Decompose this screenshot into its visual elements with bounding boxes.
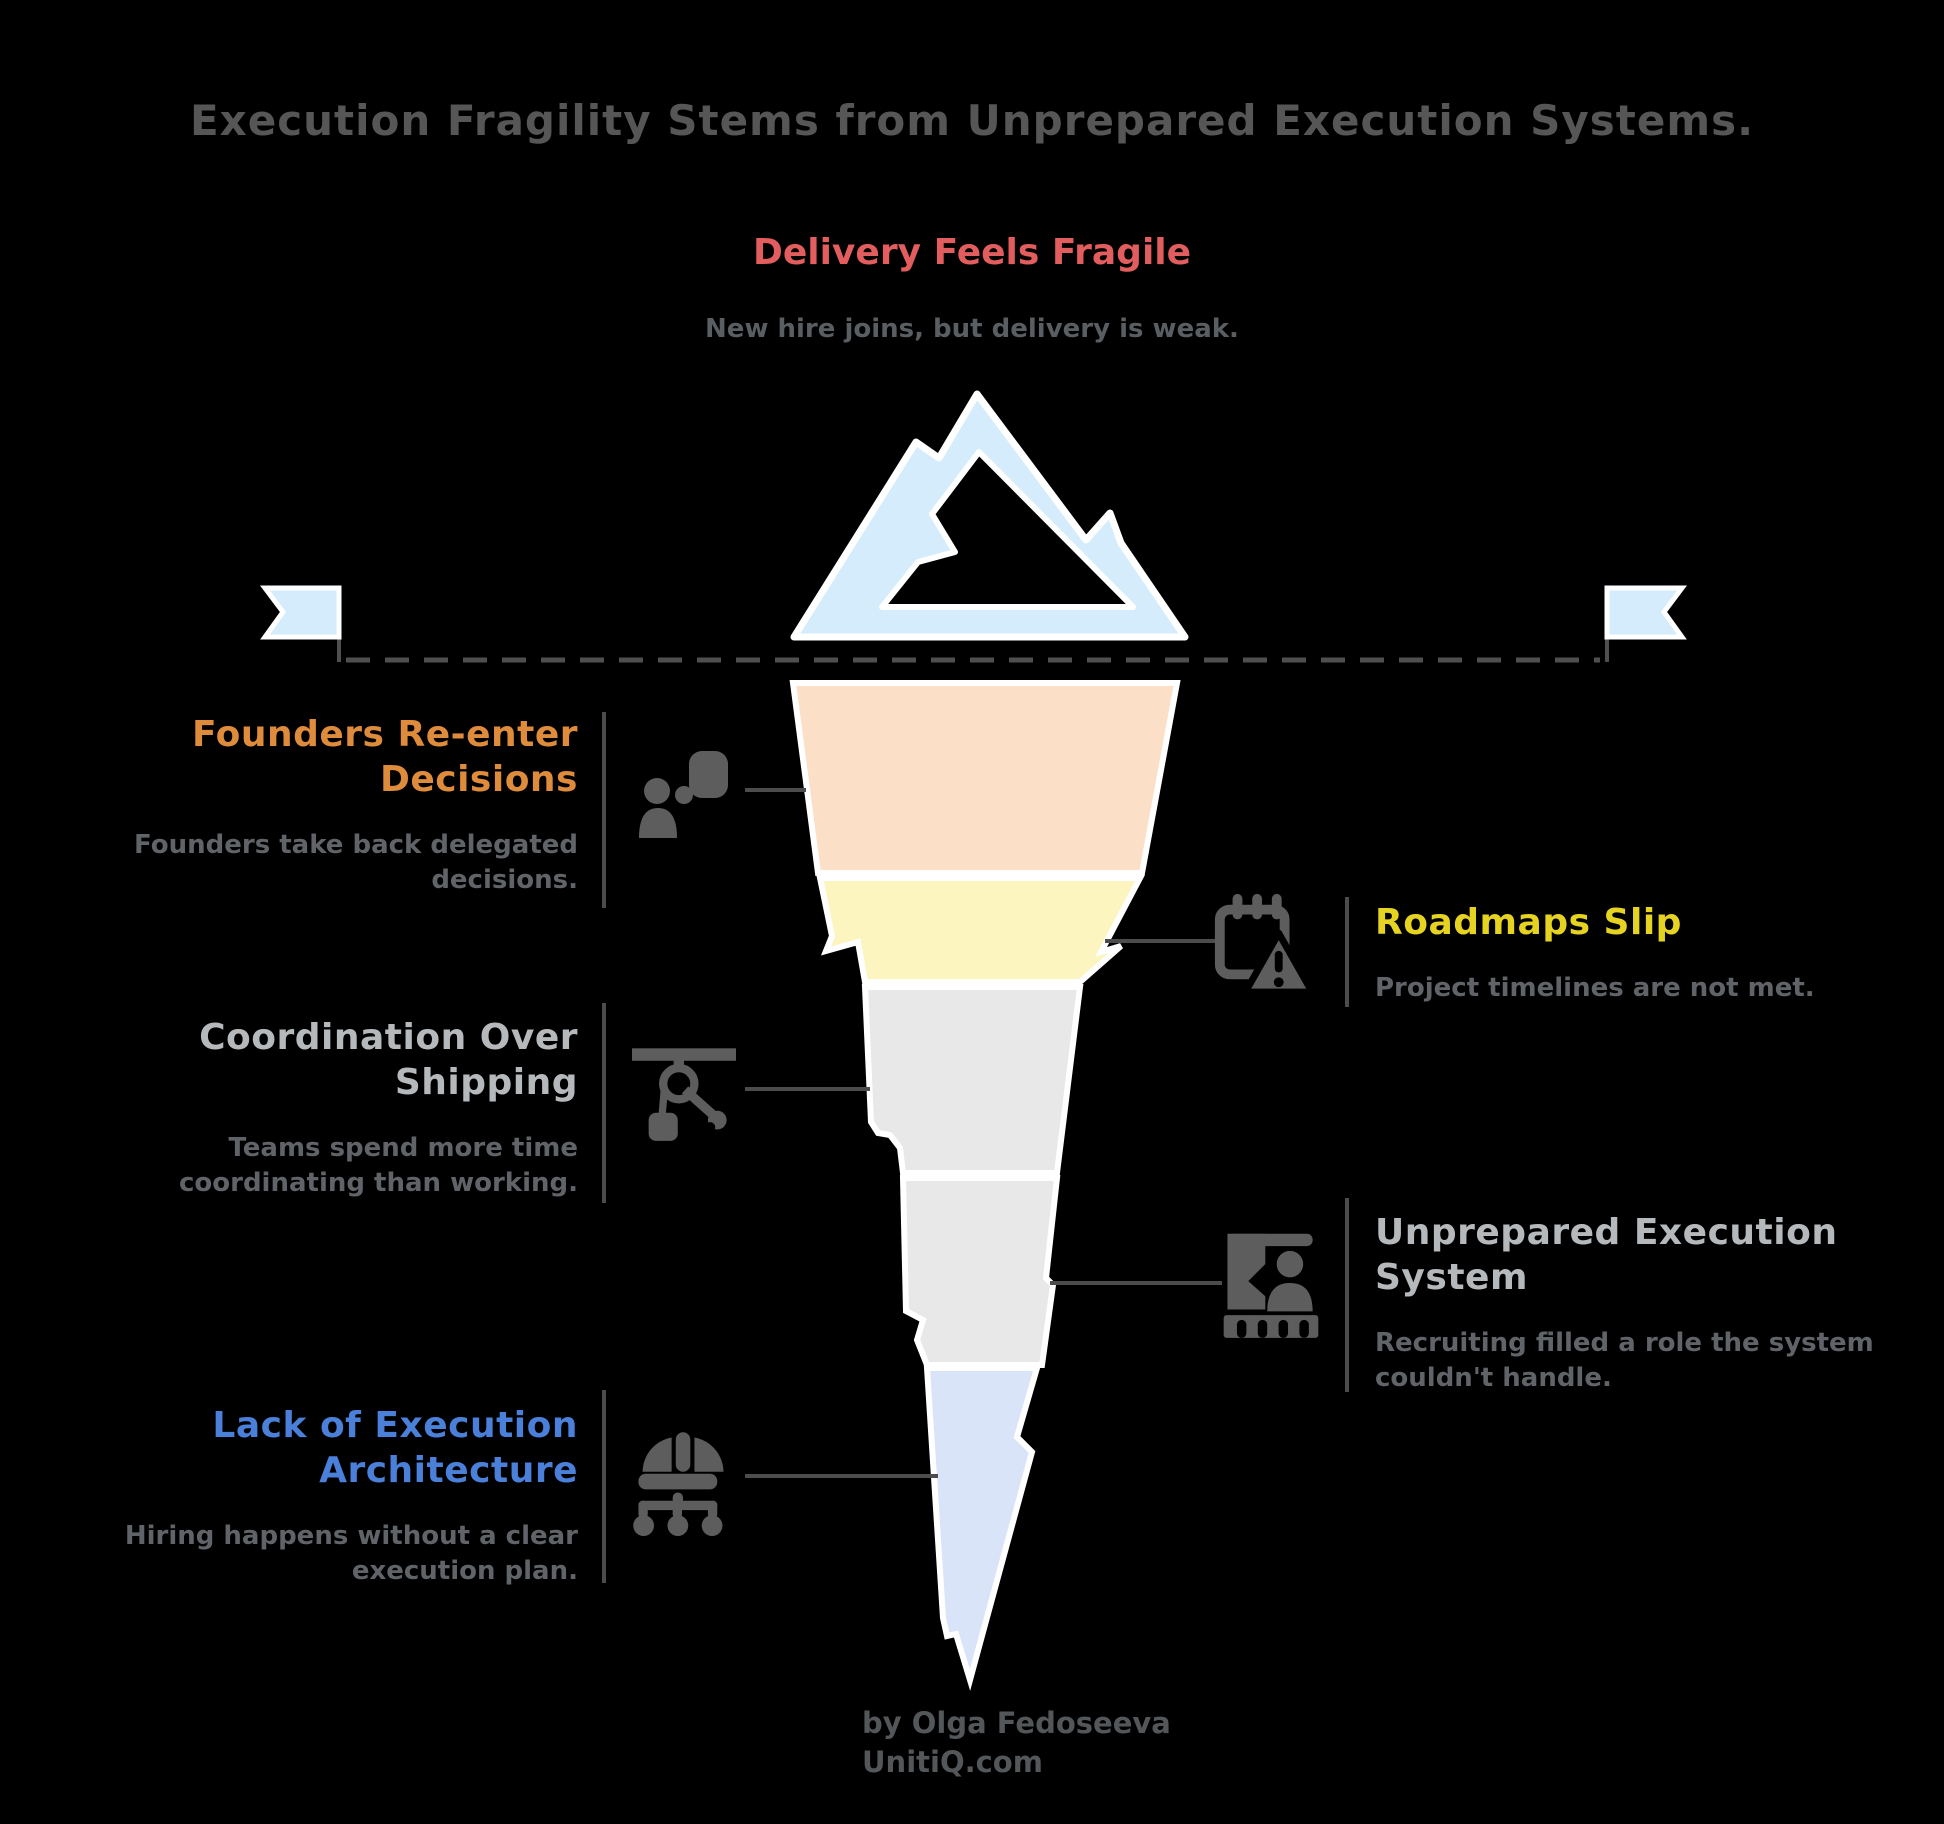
section-coordination: Coordination Over Shipping Teams spend m… — [58, 1015, 578, 1201]
section-roadmaps-body: Project timelines are not met. — [1375, 973, 1815, 1003]
section-founders-divider — [602, 712, 606, 908]
section-roadmaps-heading: Roadmaps Slip — [1375, 902, 1682, 943]
surface-body: New hire joins, but delivery is weak. — [705, 314, 1239, 344]
section-unprepared-body: Recruiting filled a role the system coul… — [1375, 1328, 1874, 1394]
iceberg-layer-architecture — [923, 1365, 1041, 1691]
section-architecture-divider — [602, 1390, 606, 1583]
section-architecture-heading: Lack of Execution Architecture — [212, 1405, 578, 1491]
section-coordination-divider — [602, 1003, 606, 1203]
section-architecture: Lack of Execution Architecture Hiring ha… — [58, 1403, 578, 1589]
section-roadmaps-divider — [1345, 897, 1349, 1007]
helmet-orgchart-icon — [630, 1424, 734, 1536]
section-coordination-heading: Coordination Over Shipping — [199, 1017, 578, 1103]
iceberg-layer-founders — [789, 680, 1181, 876]
footer-credit: by Olga Fedoseeva UnitiQ.com — [862, 1704, 1362, 1782]
calendar-warning-icon — [1210, 888, 1318, 996]
section-founders-body: Founders take back delegated decisions. — [134, 830, 578, 896]
section-architecture-body: Hiring happens without a clear execution… — [124, 1521, 578, 1587]
surface-heading: Delivery Feels Fragile — [752, 232, 1192, 273]
pulley-icon — [632, 1040, 736, 1144]
section-founders: Founders Re-enter Decisions Founders tak… — [58, 712, 578, 898]
section-founders-heading: Founders Re-enter Decisions — [191, 714, 578, 800]
footer-author: by Olga Fedoseeva — [862, 1706, 1171, 1740]
section-coordination-body: Teams spend more time coordinating than … — [178, 1133, 578, 1199]
person-gesture-icon — [636, 741, 736, 841]
iceberg-layer-coordination — [861, 984, 1084, 1176]
iceberg-layer-unprepared — [899, 1175, 1061, 1368]
screen-person-icon — [1218, 1228, 1324, 1338]
left-flag-icon — [260, 585, 342, 640]
footer-website: UnitiQ.com — [862, 1745, 1043, 1780]
iceberg-peak-hollow — [879, 449, 1136, 610]
section-unprepared-divider — [1345, 1198, 1349, 1392]
section-unprepared: Unprepared Execution System Recruiting f… — [1375, 1210, 1915, 1396]
page-title: Execution Fragility Stems from Unprepare… — [189, 96, 1755, 145]
iceberg-layer-roadmaps — [816, 875, 1145, 985]
section-unprepared-heading: Unprepared Execution System — [1375, 1212, 1838, 1298]
right-flag-icon — [1604, 585, 1687, 640]
section-roadmaps: Roadmaps Slip Project timelines are not … — [1375, 900, 1915, 1006]
